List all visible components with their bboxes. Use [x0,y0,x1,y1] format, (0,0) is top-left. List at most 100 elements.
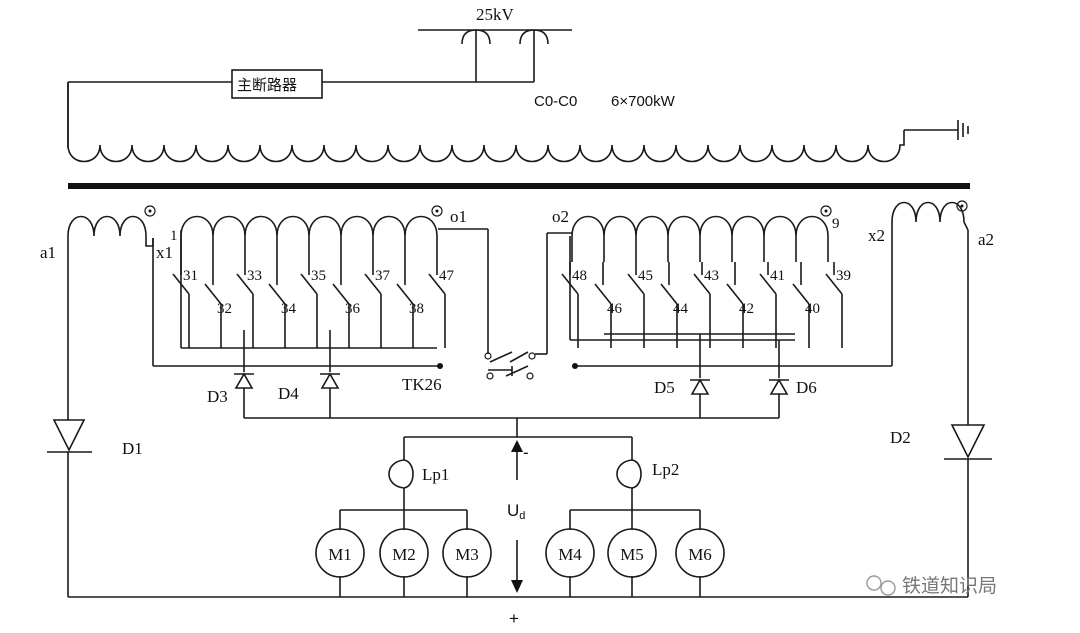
winding-left-tapped [180,215,438,262]
motor-label: M1 [328,545,352,564]
label-tap1: 1 [170,228,178,244]
tap-label-39: 39 [836,268,851,284]
tap-label-41: 41 [770,268,785,284]
tap-switch-33 [236,262,254,348]
label-a2: a2 [978,230,994,249]
tap-switch-40 [792,262,810,348]
motor-label: M2 [392,545,416,564]
motor-label: M4 [558,545,582,564]
tap-switch-45 [627,262,645,348]
reactor-lp1: Lp1 [388,459,449,510]
negative-bus [403,418,633,460]
label-x2: x2 [868,226,885,245]
motor-label: M5 [620,545,644,564]
motor-label: M6 [688,545,712,564]
tap-switch-39 [825,262,843,348]
tap-switch-38 [396,262,414,348]
diode-d5: D5 [654,378,710,397]
tap-label-47: 47 [439,268,455,284]
winding-label: C0-C0 [534,93,577,110]
tap-switches-left: 31 32 33 34 35 36 37 38 47 [172,262,455,348]
motor-m4 [545,528,595,578]
svg-text:D3: D3 [207,387,228,406]
motor-m3 [442,528,492,578]
tk26-switch: TK26 [402,228,572,394]
right-bus [569,222,893,378]
svg-text:D4: D4 [278,384,299,403]
tap-label-38: 38 [409,301,424,317]
tap-label-34: 34 [281,301,297,317]
label-o2: o2 [552,207,569,226]
motor-group-1-wiring [339,509,468,597]
tap-label-35: 35 [311,268,326,284]
label-o1: o1 [450,207,467,226]
tap-label-46: 46 [607,301,623,317]
label-lp1: Lp1 [422,465,449,484]
diode-d3: D3 [207,372,254,406]
label-tk26: TK26 [402,375,442,394]
tap-switch-37 [364,262,382,348]
label-x1: x1 [156,243,173,262]
watermark: 铁道知识局 [866,575,997,597]
tap-switch-42 [726,262,744,348]
diode-d1-rail: D1 [47,242,143,597]
tap-switch-43 [693,262,711,348]
label-lp2: Lp2 [652,460,679,479]
power-label: 6×700kW [611,93,676,110]
polarity-dots [144,200,968,217]
label-ud: Ud [507,501,525,522]
traction-motors: M1 M2 M3 M4 M5 M6 [315,528,725,578]
tap-switch-34 [268,262,286,348]
tap-label-48: 48 [572,268,587,284]
motor-label: M3 [455,545,479,564]
motor-m5 [607,528,657,578]
svg-text:D6: D6 [796,378,817,397]
tap-label-37: 37 [375,268,391,284]
breaker-label: 主断路器 [237,77,297,94]
tap-label-32: 32 [217,301,232,317]
tap-switch-36 [332,262,350,348]
label-d2: D2 [890,428,911,447]
tap-switch-35 [300,262,318,348]
diode-d6: D6 [769,378,817,397]
winding-a1 [67,215,154,247]
tap-label-43: 43 [704,268,719,284]
tap-switch-47 [428,262,446,348]
left-bus [152,230,443,372]
tap-label-40: 40 [805,301,820,317]
catenary-source: 25kV [322,5,572,83]
tap-switch-44 [660,262,678,348]
tap-switches-right: 48 46 45 44 43 42 41 40 39 [561,262,851,348]
tap-label-42: 42 [739,301,754,317]
tap-label-31: 31 [183,268,198,284]
primary-winding [67,82,905,163]
motor-m2 [379,528,429,578]
tap-switch-46 [594,262,612,348]
winding-right-tapped [571,215,829,262]
label-minus: - [523,443,529,462]
output-voltage-indicator: - Ud + [507,440,529,628]
main-breaker: 主断路器 [67,69,323,148]
tap-label-33: 33 [247,268,262,284]
label-a1: a1 [40,243,56,262]
tap-label-44: 44 [673,301,689,317]
label-d1: D1 [122,439,143,458]
tap-switch-32 [204,262,222,348]
diode-d2-rail: D2 [890,230,992,597]
label-plus: + [509,609,519,628]
reactor-lp2: Lp2 [616,459,679,510]
tap-switch-41 [759,262,777,348]
watermark-text: 铁道知识局 [902,575,997,597]
diode-d4: D4 [278,372,340,403]
tap-label-45: 45 [638,268,653,284]
label-tap9: 9 [832,216,840,232]
tap-label-36: 36 [345,301,361,317]
svg-text:D5: D5 [654,378,675,397]
bridge-bus [243,388,780,419]
motor-m1 [315,528,365,578]
motor-m6 [675,528,725,578]
motor-group-2-wiring [569,509,701,597]
winding-a2 [891,201,969,231]
voltage-label: 25kV [476,5,515,24]
